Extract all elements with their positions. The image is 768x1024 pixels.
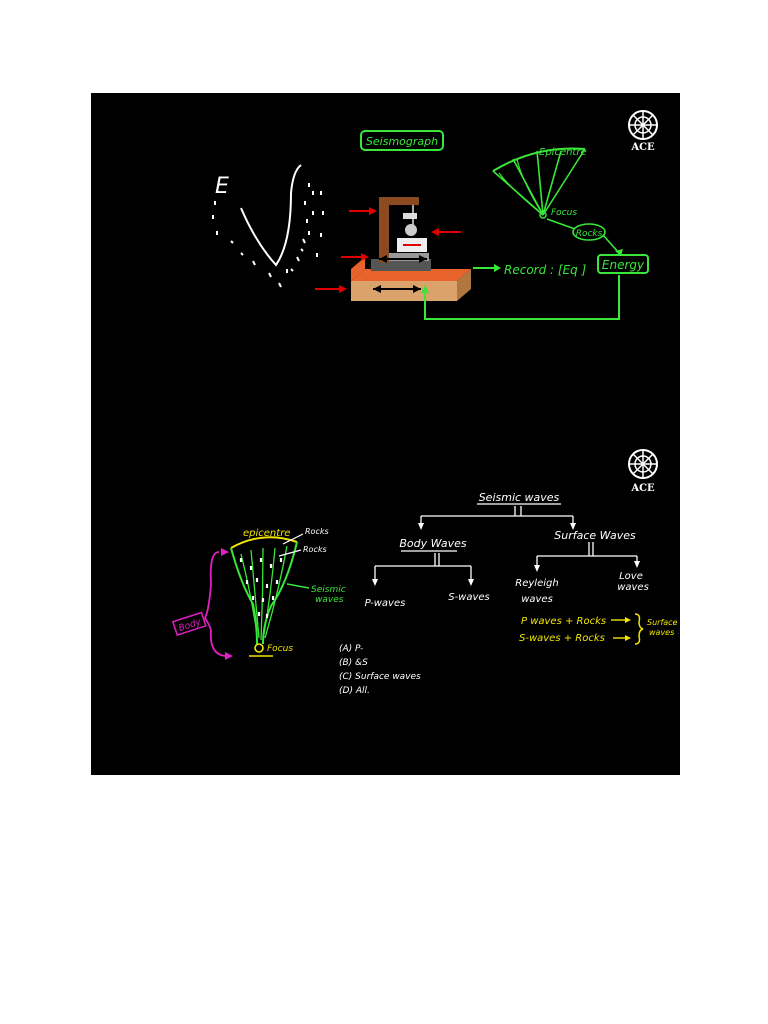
seismograph-device [351, 197, 471, 301]
option-c: (C) Surface waves [339, 672, 421, 682]
option-b: (B) &S [339, 658, 368, 668]
seismic-waves-drawing: ACE Seismic waves Body Waves Surface Wav… [171, 449, 678, 696]
ace-logo: ACE [628, 110, 658, 153]
note-brace [634, 613, 644, 645]
pendulum-mass [405, 224, 417, 236]
frame-arm [379, 197, 419, 205]
tree-surface: Surface Waves [554, 529, 636, 542]
rocks-label: Rocks [576, 229, 603, 239]
epicentre-label: Epicentre [539, 147, 587, 158]
tree-rayleigh-1: Reyleigh [515, 578, 558, 589]
title-box [360, 130, 444, 151]
question-options: (A) P- (B) &S (C) Surface waves (D) All. [339, 644, 421, 696]
energy-feedback-line [424, 275, 620, 320]
energy-label: Energy [602, 258, 645, 272]
cone-epicentre: epicentre [243, 528, 290, 539]
option-a: (A) P- [339, 644, 363, 654]
note-line-1: P waves + Rocks [521, 616, 606, 627]
e-letter: E [215, 174, 229, 199]
record-label: Record : [Eq ] [504, 263, 587, 277]
wave-curve [240, 164, 302, 267]
cone-seismic-1: Seismic [311, 585, 346, 595]
note-line-2: S-waves + Rocks [519, 633, 605, 644]
tree-p-waves: P-waves [365, 598, 406, 609]
logo-text: ACE [630, 142, 655, 153]
surface-notes: P waves + Rocks S-waves + Rocks Surface … [519, 613, 678, 645]
tree-s-waves: S-waves [448, 592, 490, 603]
frame-post [379, 197, 389, 263]
base-lower [351, 281, 457, 301]
tree-body: Body Waves [399, 537, 467, 550]
tree-love-1: Love [619, 571, 643, 582]
tree-root: Seismic waves [479, 491, 560, 504]
seismograph-drawing: ACE Seismograph E [212, 110, 658, 320]
cone-focus: Focus [267, 644, 293, 654]
tree-love-2: waves [617, 582, 649, 593]
base-top [351, 269, 471, 281]
option-d: (D) All. [339, 686, 370, 696]
cone-rocks-1: Rocks [305, 527, 329, 536]
energy-box [597, 254, 649, 274]
wave-tree: Seismic waves Body Waves Surface Waves P… [365, 491, 649, 609]
red-arrows [315, 207, 461, 293]
note-result-2: waves [649, 628, 674, 637]
ace-logo: ACE [628, 449, 658, 494]
wave-dots [212, 183, 314, 288]
cone-rocks-2: Rocks [303, 545, 327, 554]
note-result-1: Surface [647, 618, 678, 627]
cone-seismic-2: waves [315, 595, 344, 605]
focus-label: Focus [551, 208, 577, 218]
logo-text: ACE [630, 483, 655, 494]
slide-seismograph: ACE Seismograph E [91, 93, 680, 434]
slide-seismic-waves: ACE Seismic waves Body Waves Surface Wav… [91, 434, 680, 775]
title-seismograph: Seismograph [366, 135, 438, 148]
cone-rock-dots [239, 558, 283, 618]
rocks-ellipse [572, 223, 606, 241]
wave-cone: epicentre Focus Rocks Rocks Seismic wave… [171, 527, 346, 660]
tree-rayleigh-2: waves [521, 594, 553, 605]
epicentre-fan [492, 147, 586, 219]
